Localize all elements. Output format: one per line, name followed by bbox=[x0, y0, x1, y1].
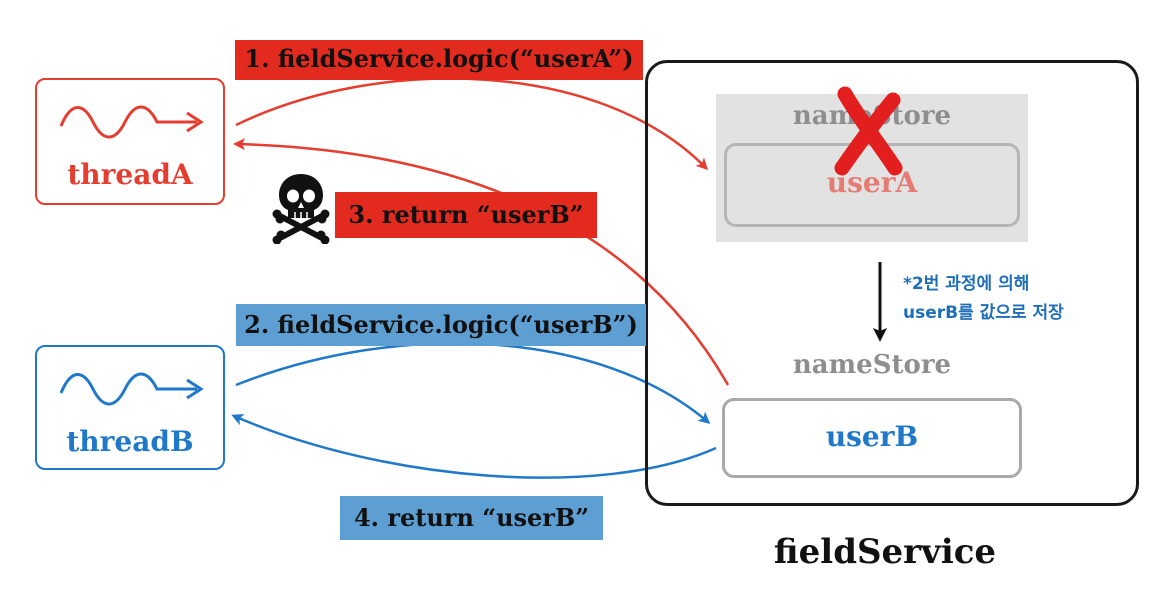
return-b-arrow bbox=[231, 414, 717, 479]
name-store-b-title: nameStore bbox=[792, 350, 952, 380]
name-store-b-value: userB bbox=[825, 420, 919, 453]
name-store-a-title: nameStore bbox=[792, 101, 952, 131]
field-service-box bbox=[645, 60, 1139, 506]
store-note-line-1: *2번 과정에 의해 bbox=[903, 274, 1030, 294]
name-store-a-value: userA bbox=[826, 166, 918, 199]
name-store-b-slot bbox=[722, 398, 1022, 478]
thread-b-box: threadB bbox=[35, 345, 225, 470]
call-a-label: 1. fieldService.logic(“userA”) bbox=[235, 40, 643, 80]
skull-crossbones-icon bbox=[272, 174, 330, 244]
wave-arrow-icon bbox=[59, 105, 204, 139]
call-a-arrow bbox=[235, 77, 709, 171]
thread-b-label: threadB bbox=[66, 425, 194, 458]
call-b-arrow bbox=[235, 342, 711, 424]
call-b-label: 2. fieldService.logic(“userB”) bbox=[236, 304, 646, 346]
thread-a-box: threadA bbox=[35, 78, 225, 205]
field-service-label: fieldService bbox=[773, 532, 997, 572]
store-note: *2번 과정에 의해 userB를 값으로 저장 bbox=[903, 270, 1133, 328]
thread-a-label: threadA bbox=[67, 158, 193, 191]
store-note-line-2: userB를 값으로 저장 bbox=[903, 303, 1064, 323]
return-b-label: 4. return “userB” bbox=[340, 496, 603, 540]
wave-arrow-icon bbox=[59, 372, 204, 406]
return-a-label: 3. return “userB” bbox=[335, 192, 597, 238]
